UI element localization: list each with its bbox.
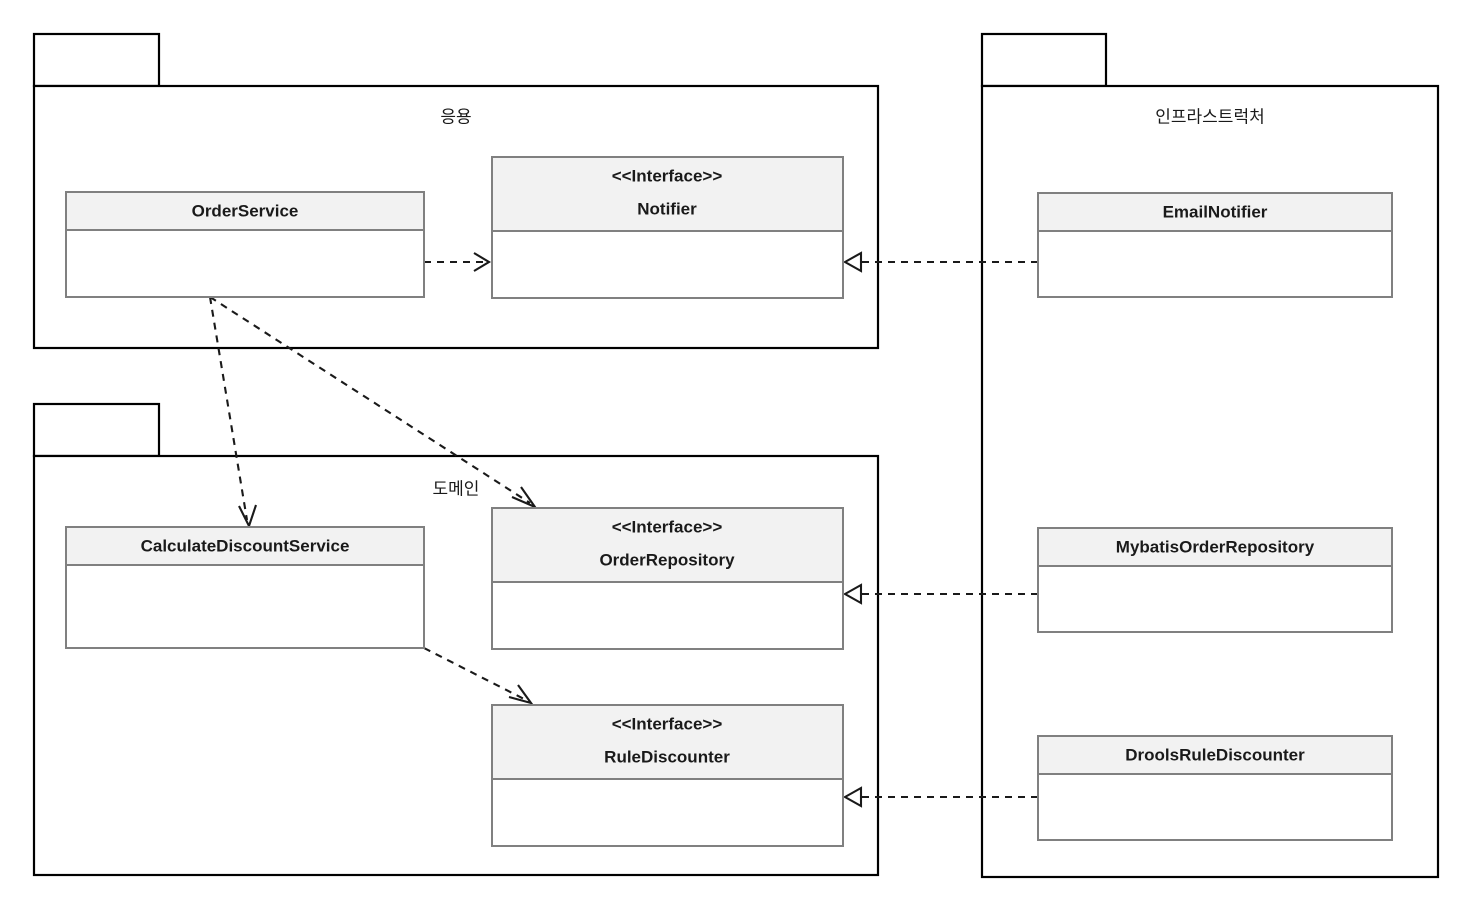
hollow-triangle-arrowhead-icon (842, 583, 863, 605)
relation-emailnotifier-realizes-notifier[interactable] (842, 251, 1038, 273)
class-box-calculate-discount-service[interactable]: CalculateDiscountService (65, 526, 425, 649)
open-arrowhead-icon (473, 252, 492, 272)
class-name-label: OrderService (192, 201, 299, 220)
dependency-line (209, 296, 531, 504)
class-name-label: MybatisOrderRepository (1116, 537, 1315, 556)
class-name-label: EmailNotifier (1163, 202, 1268, 221)
class-stereotype-label: <<Interface>> (612, 517, 723, 536)
class-header-compartment (491, 507, 844, 583)
class-stereotype-label: <<Interface>> (612, 714, 723, 733)
class-name-label: Notifier (637, 199, 697, 218)
class-header-compartment (491, 704, 844, 780)
dependency-line (423, 647, 527, 701)
class-header-compartment (1037, 527, 1393, 567)
class-header-compartment (65, 526, 425, 566)
class-name-label: CalculateDiscountService (141, 536, 350, 555)
relation-calculatediscountservice-to-rulediscounter[interactable] (423, 647, 534, 705)
class-header-compartment (1037, 192, 1393, 232)
package-domain-label: 도메인 (433, 479, 480, 498)
class-box-order-repository[interactable]: <<Interface>> OrderRepository (491, 507, 844, 650)
package-domain-tab (32, 402, 161, 458)
class-box-notifier[interactable]: <<Interface>> Notifier (491, 156, 844, 299)
class-box-email-notifier[interactable]: EmailNotifier (1037, 192, 1393, 298)
class-name-label: DroolsRuleDiscounter (1125, 745, 1305, 764)
relation-orderservice-to-notifier[interactable] (424, 252, 492, 272)
package-application-tab (32, 32, 161, 88)
class-name-label: OrderRepository (599, 550, 735, 569)
class-box-rule-discounter[interactable]: <<Interface>> RuleDiscounter (491, 704, 844, 847)
relation-droolsrulediscounter-realizes-rulediscounter[interactable] (842, 786, 1038, 808)
open-arrowhead-icon (508, 684, 534, 705)
package-application-label: 응용 (440, 107, 471, 126)
class-stereotype-label: <<Interface>> (612, 166, 723, 185)
package-infrastructure-tab (980, 32, 1108, 88)
hollow-triangle-arrowhead-icon (842, 251, 863, 273)
class-header-compartment (1037, 735, 1393, 775)
class-header-compartment (491, 156, 844, 232)
class-box-mybatis-order-repository[interactable]: MybatisOrderRepository (1037, 527, 1393, 633)
class-box-order-service[interactable]: OrderService (65, 191, 425, 298)
class-name-label: RuleDiscounter (604, 747, 730, 766)
class-header-compartment (65, 191, 425, 231)
hollow-triangle-arrowhead-icon (842, 786, 863, 808)
relation-mybatisorderrepository-realizes-orderrepository[interactable] (842, 583, 1038, 605)
package-infrastructure-label: 인프라스트럭처 (1155, 107, 1264, 126)
class-box-drools-rule-discounter[interactable]: DroolsRuleDiscounter (1037, 735, 1393, 841)
dependency-line (208, 296, 249, 521)
